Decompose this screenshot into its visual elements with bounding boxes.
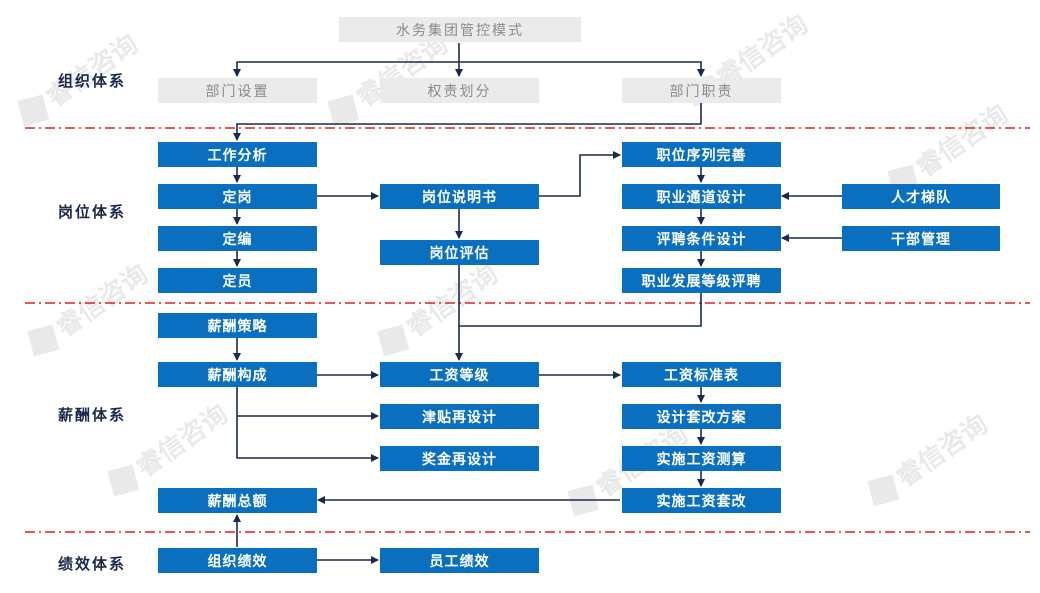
node-pay-total: 薪酬总额 bbox=[158, 488, 317, 513]
section-label-pay: 薪酬体系 bbox=[58, 406, 127, 424]
node-dept-setup: 部门设置 bbox=[158, 78, 317, 103]
node-control-mode: 水务集团管控模式 bbox=[339, 17, 581, 42]
section-label-post: 岗位体系 bbox=[58, 203, 127, 221]
arrow bbox=[539, 151, 621, 197]
node-job-analysis: 工作分析 bbox=[158, 142, 317, 167]
arrow bbox=[233, 103, 702, 141]
node-wage-calc: 实施工资测算 bbox=[622, 446, 781, 471]
node-job-eval: 岗位评估 bbox=[380, 240, 539, 265]
node-ding-bian: 定编 bbox=[158, 226, 317, 251]
node-wage-reform: 实施工资套改 bbox=[622, 488, 781, 513]
node-job-seq: 职位序列完善 bbox=[622, 142, 781, 167]
node-pay-strategy: 薪酬策略 bbox=[158, 313, 317, 338]
node-career-path: 职业通道设计 bbox=[622, 184, 781, 209]
node-bonus: 奖金再设计 bbox=[380, 446, 539, 471]
node-staff-perf: 员工绩效 bbox=[380, 548, 539, 573]
node-authority: 权责划分 bbox=[380, 78, 539, 103]
node-hire-cond: 评聘条件设计 bbox=[622, 226, 781, 251]
arrow bbox=[233, 61, 459, 77]
arrow bbox=[236, 387, 379, 462]
node-wage-grade: 工资等级 bbox=[380, 362, 539, 387]
section-label-org: 组织体系 bbox=[58, 72, 127, 90]
node-cadre-mgmt: 干部管理 bbox=[842, 226, 1000, 251]
node-talent-pipeline: 人才梯队 bbox=[842, 184, 1000, 209]
node-wage-table: 工资标准表 bbox=[622, 362, 781, 387]
node-reform-plan: 设计套改方案 bbox=[622, 404, 781, 429]
node-job-desc: 岗位说明书 bbox=[380, 184, 539, 209]
node-career-grade: 职业发展等级评聘 bbox=[622, 268, 781, 293]
arrow bbox=[459, 293, 702, 327]
section-label-perf: 绩效体系 bbox=[58, 555, 127, 573]
section-dividers bbox=[25, 127, 1030, 533]
node-ding-yuan: 定员 bbox=[158, 268, 317, 293]
node-dept-duty: 部门职责 bbox=[622, 78, 781, 103]
node-pay-structure: 薪酬构成 bbox=[158, 362, 317, 387]
node-ding-gang: 定岗 bbox=[158, 184, 317, 209]
arrows bbox=[233, 43, 842, 564]
arrow bbox=[459, 61, 705, 77]
node-allowance: 津贴再设计 bbox=[380, 404, 539, 429]
node-org-perf: 组织绩效 bbox=[158, 548, 317, 573]
